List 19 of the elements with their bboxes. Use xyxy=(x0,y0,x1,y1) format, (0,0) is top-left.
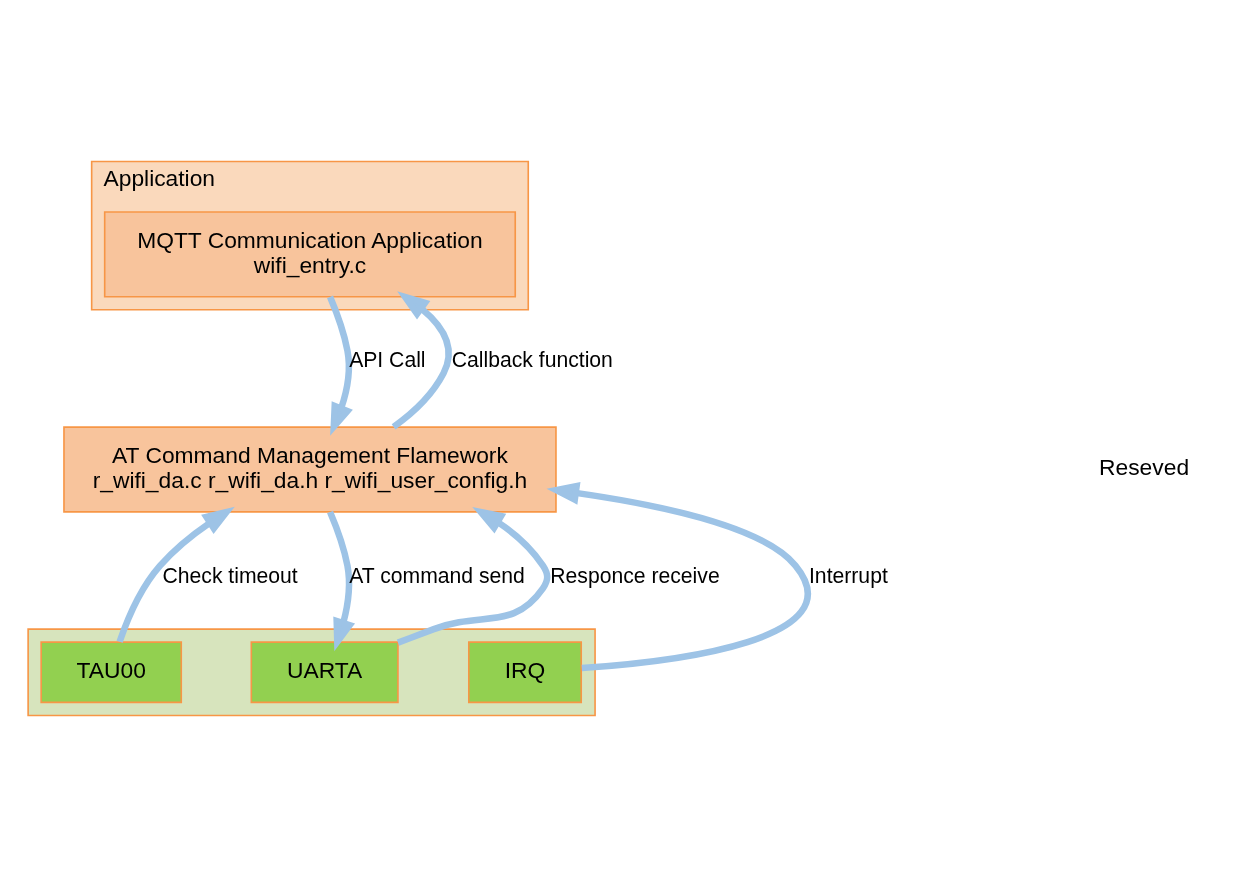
edge-label: Responce receive xyxy=(550,563,720,587)
arrow xyxy=(391,290,452,429)
edge-label: API Call xyxy=(349,347,426,371)
node-box: MQTT Communication Application wifi_entry.c xyxy=(103,210,517,298)
arrow xyxy=(396,506,551,646)
arrow xyxy=(116,506,235,643)
node-box: AT Command Management Flamework r_wifi_da.c r_wifi_da.h r_wifi_user_config.h xyxy=(63,425,557,513)
node-box: IRQ xyxy=(468,640,583,703)
arrow xyxy=(327,295,353,436)
edge-label: AT command send xyxy=(349,563,525,587)
arrow xyxy=(327,510,356,651)
edge-label: Callback function xyxy=(451,347,613,371)
arrow xyxy=(546,481,811,671)
edge-label: Interrupt xyxy=(808,563,888,587)
edge-label: Check timeout xyxy=(162,563,298,587)
cluster xyxy=(27,627,596,716)
node-box: UARTA xyxy=(250,640,399,703)
label: Reseved xyxy=(1099,453,1190,480)
node-box: TAU00 xyxy=(40,640,183,703)
